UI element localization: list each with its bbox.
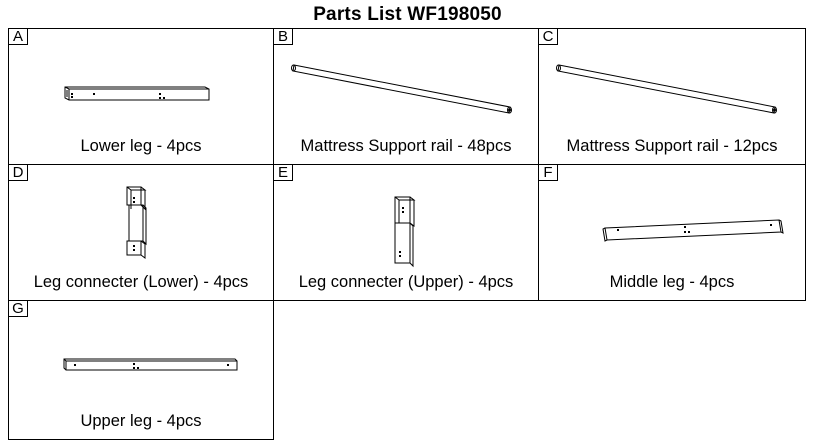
part-cell-a: A Lower leg - 4pcs (8, 28, 274, 165)
lower-leg-icon (64, 86, 210, 101)
page-title: Parts List WF198050 (313, 4, 502, 25)
part-caption-e: Leg connecter (Upper) - 4pcs (298, 273, 514, 291)
part-caption-a: Lower leg - 4pcs (80, 137, 202, 155)
part-letter-a: A (8, 28, 28, 45)
part-letter-d: D (8, 164, 28, 181)
part-cell-g: G Upper leg - 4pcs (8, 300, 274, 440)
part-cell-d: D Leg connecter (Lower) - 4pcs (8, 164, 274, 301)
mattress-rail-48-icon (291, 64, 512, 114)
leg-connecter-upper-icon (394, 196, 416, 268)
part-caption-f: Middle leg - 4pcs (609, 273, 735, 291)
upper-leg-icon (63, 358, 238, 371)
part-letter-f: F (538, 164, 558, 181)
part-letter-c: C (538, 28, 558, 45)
part-letter-g: G (8, 300, 28, 317)
leg-connecter-lower-icon (126, 186, 147, 259)
part-cell-e: E Leg connecter (Upper) - 4pcs (273, 164, 539, 301)
part-cell-c: C Mattress Support rail - 12pcs (538, 28, 806, 165)
part-cell-b: B Mattress Support rail - 48pcs (273, 28, 539, 165)
part-caption-d: Leg connecter (Lower) - 4pcs (33, 273, 249, 291)
part-caption-g: Upper leg - 4pcs (80, 412, 202, 430)
part-cell-f: F Middle leg - 4pcs (538, 164, 806, 301)
part-caption-c: Mattress Support rail - 12pcs (566, 137, 778, 155)
part-letter-b: B (273, 28, 293, 45)
mattress-rail-12-icon (556, 64, 777, 114)
part-letter-e: E (273, 164, 293, 181)
part-caption-b: Mattress Support rail - 48pcs (300, 137, 512, 155)
middle-leg-icon (602, 219, 784, 242)
